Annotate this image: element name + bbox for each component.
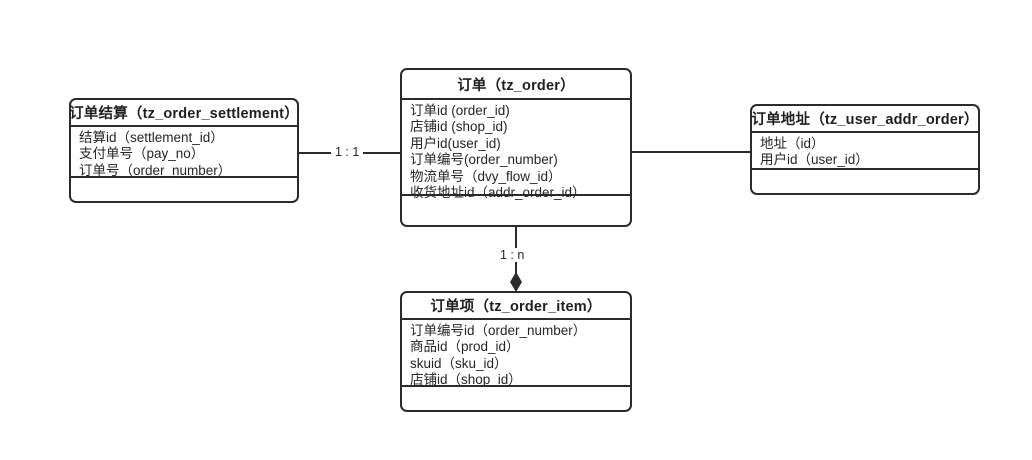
field-row: 用户id(user_id) [410,135,501,151]
field-row: 商品id（prod_id） [410,339,520,355]
relation-label-settlement-order: 1 : 1 [331,145,364,159]
field-row: 收货地址id（addr_order_id） [410,185,586,201]
entity-box-order[interactable]: 订单（tz_order） 订单id (order_id) 店铺id (shop_… [400,68,632,227]
entity-fields-order: 订单id (order_id) 店铺id (shop_id) 用户id(user… [402,100,630,200]
entity-title-order-settlement: 订单结算（tz_order_settlement） [71,100,297,127]
entity-box-order-settlement[interactable]: 订单结算（tz_order_settlement） 结算id（settlemen… [69,98,299,203]
entity-box-user-addr-order[interactable]: 订单地址（tz_user_addr_order） 地址（id） 用户id（use… [750,104,980,195]
field-row: 地址（id） [760,136,825,151]
entity-fields-user-addr-order: 地址（id） 用户id（user_id） [752,133,978,170]
relation-label-order-order-item: 1 : n [496,248,529,262]
entity-title-order: 订单（tz_order） [402,70,630,100]
entity-title-user-addr-order: 订单地址（tz_user_addr_order） [752,106,978,133]
field-row: 物流单号（dvy_flow_id） [410,168,562,184]
field-row: 订单id (order_id) [410,103,510,118]
field-row: 用户id（user_id） [760,152,869,168]
field-row: 结算id（settlement_id） [79,130,224,145]
entity-box-order-item[interactable]: 订单项（tz_order_item） 订单编号id（order_number） … [400,291,632,412]
field-row: 订单号（order_number） [79,162,232,178]
entity-fields-order-item: 订单编号id（order_number） 商品id（prod_id） skuid… [402,320,630,387]
field-row: 店铺id（shop_id） [410,372,522,388]
connector-order-to-address[interactable] [630,151,752,153]
entity-title-order-item: 订单项（tz_order_item） [402,293,630,320]
entity-fields-order-settlement: 结算id（settlement_id） 支付单号（pay_no） 订单号（ord… [71,127,297,178]
field-row: 订单编号(order_number) [410,152,558,168]
field-row: skuid（sku_id） [410,355,508,371]
field-row: 店铺id (shop_id) [410,119,508,135]
field-row: 订单编号id（order_number） [410,323,587,338]
field-row: 支付单号（pay_no） [79,146,205,162]
filled-diamond-arrowhead-icon [510,272,522,292]
